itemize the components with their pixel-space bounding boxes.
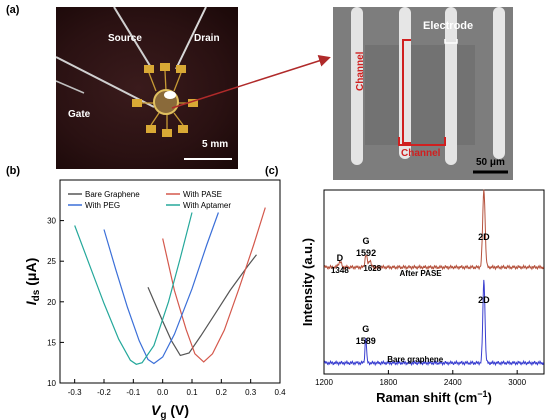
channel-length-bracket: [402, 39, 411, 144]
x-tick-label: 1200: [315, 378, 333, 387]
drain-label: Drain: [194, 33, 220, 44]
series-label-after-pase: After PASE: [400, 269, 443, 278]
traces: [142, 70, 188, 129]
peak-g-label: G: [362, 324, 369, 334]
electrode-label: Electrode: [423, 20, 474, 32]
legend-label: With Aptamer: [183, 201, 231, 210]
pad: [144, 65, 154, 73]
x-axis-label: Vg (V): [151, 402, 189, 420]
photo-scale-label: 5 mm: [202, 139, 229, 150]
sem-drawing: [351, 7, 508, 174]
drain-probe: [175, 7, 207, 70]
panel-c-label: (c): [265, 165, 279, 177]
pad: [160, 63, 170, 71]
gate-probe-shadow: [56, 80, 85, 94]
series-line: [162, 207, 266, 363]
y-tick-label: 15: [47, 338, 56, 347]
x-tick-label: -0.3: [68, 388, 82, 397]
y-axis-label: Intensity (a.u.): [300, 238, 315, 326]
y-tick-label: 25: [47, 257, 56, 266]
gate-probe: [56, 56, 155, 108]
series-label-bare: Bare graphene: [387, 355, 444, 364]
peak-g-value: 1592: [356, 248, 376, 258]
x-tick-label: -0.1: [126, 388, 140, 397]
channel-region: [365, 45, 475, 145]
x-tick-label: 3000: [508, 378, 526, 387]
electrode: [351, 7, 363, 165]
pad: [132, 99, 142, 107]
zoom-arrow-line: [171, 55, 331, 109]
pad: [176, 65, 186, 73]
x-tick-label: 0.2: [216, 388, 228, 397]
source-probe: [113, 7, 153, 70]
plot-frame: [59, 179, 281, 384]
y-tick-label: 30: [47, 217, 56, 226]
gate-label: Gate: [68, 109, 91, 120]
electrode: [445, 7, 457, 165]
spectrum-line: [324, 189, 544, 271]
series-line: [74, 212, 193, 365]
pad: [146, 125, 156, 133]
y-tick-label: 10: [47, 379, 56, 388]
peak-g-label: G: [363, 236, 370, 246]
legend-label: Bare Graphene: [85, 190, 140, 199]
peak-g-value: 1589: [356, 336, 376, 346]
x-tick-label: 0.1: [186, 388, 198, 397]
pad: [162, 129, 172, 137]
y-axis-label: Ids (μA): [23, 258, 42, 305]
sem-image: Electrode Channel Channel 50 μm: [333, 7, 513, 180]
legend-label: With PASE: [183, 190, 222, 199]
x-tick-label: 2400: [444, 378, 462, 387]
panel-b-label: (b): [6, 165, 21, 177]
pad: [188, 99, 198, 107]
peak-2d-label: 2D: [478, 232, 490, 242]
x-tick-label: 0.0: [157, 388, 169, 397]
peak-g2-value: 1628: [363, 264, 381, 273]
device-photo: Source Drain Gate 5 mm: [56, 7, 238, 169]
device-photo-drawing: [56, 7, 232, 160]
channel-label-horizontal: Channel: [401, 148, 441, 159]
droplet-highlight: [164, 91, 176, 99]
peak-2d-label: 2D: [478, 295, 490, 305]
channel-label-vertical: Channel: [355, 51, 366, 91]
channel-width-bracket: [398, 137, 446, 146]
pad: [178, 125, 188, 133]
peak-d-value: 1348: [331, 266, 349, 275]
electrode: [399, 7, 411, 159]
transfer-curve-chart: -0.3 -0.2 -0.1 0.0 0.1 0.2 0.3 0.4 10 15 20 25 30 Vg …: [23, 179, 286, 420]
electrode: [493, 7, 505, 159]
legend-label: With PEG: [85, 201, 120, 210]
peak-d-label: D: [337, 253, 344, 263]
y-tick-label: 20: [47, 298, 56, 307]
plot-frame: [323, 189, 545, 375]
x-axis-label: Raman shift (cm−1): [376, 389, 492, 405]
x-tick-label: -0.2: [97, 388, 111, 397]
sem-scale-label: 50 μm: [476, 157, 505, 168]
x-tick-label: 0.4: [274, 388, 286, 397]
panel-a-label: (a): [6, 4, 20, 16]
x-tick-label: 0.3: [245, 388, 257, 397]
x-tick-label: 1800: [379, 378, 397, 387]
series-line: [103, 212, 219, 365]
spectrum-line: [324, 279, 544, 367]
series-line: [147, 254, 257, 357]
electrode-bracket: [444, 39, 458, 44]
zoom-arrow: [171, 55, 331, 109]
source-label: Source: [108, 33, 142, 44]
